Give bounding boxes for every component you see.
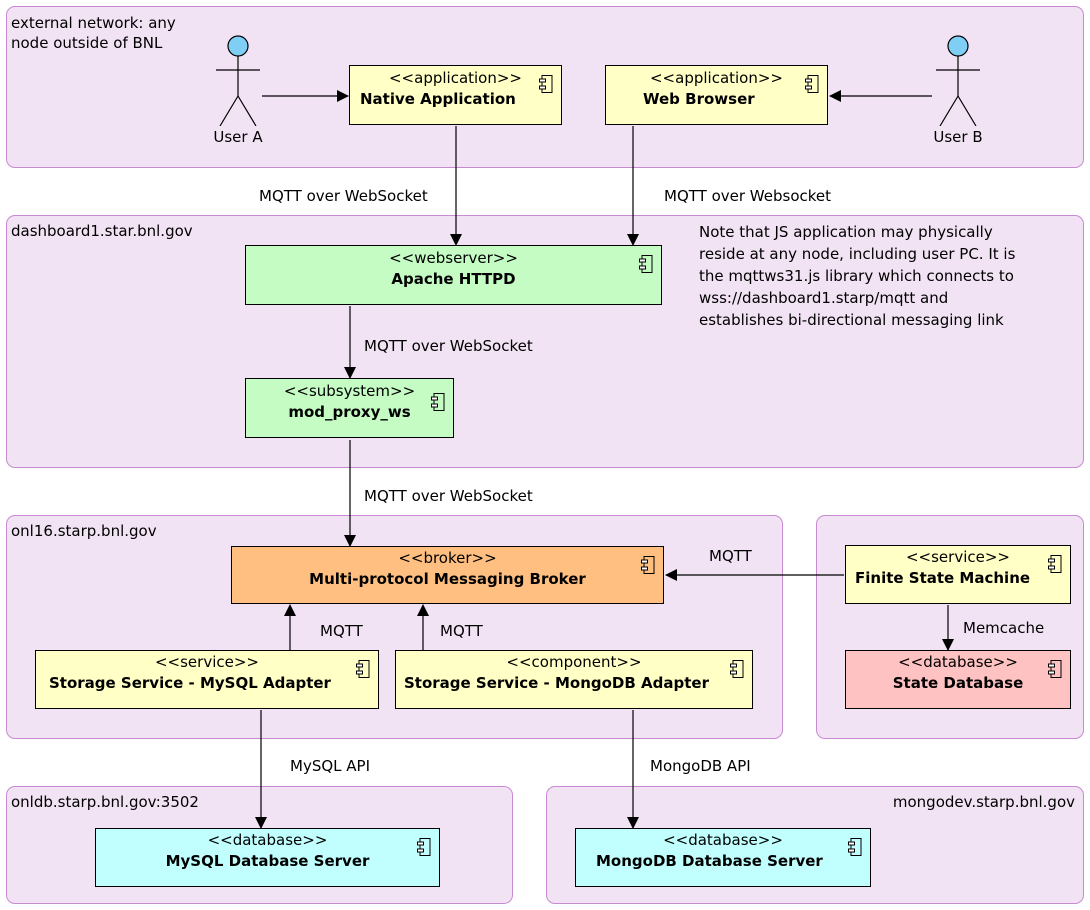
component-icon (539, 75, 553, 93)
component-web-browser: <<application>> Web Browser (605, 65, 828, 125)
stereotype: <<database>> (207, 831, 328, 849)
component-icon (639, 255, 653, 273)
component-name: Apache HTTPD (391, 270, 516, 288)
component-mongodb-server: <<database>> MongoDB Database Server (575, 828, 871, 887)
component-mod-proxy-ws: <<subsystem>> mod_proxy_ws (245, 378, 454, 438)
edge-label-apache-proxy: MQTT over WebSocket (364, 337, 533, 355)
node-external-network: external network: any node outside of BN… (6, 6, 1084, 168)
edge-label-native-apache: MQTT over WebSocket (259, 187, 428, 205)
edge-label-fsm-statedb: Memcache (963, 619, 1045, 637)
component-name: Native Application (360, 90, 516, 108)
node-label-onldb: onldb.starp.bnl.gov:3502 (11, 793, 199, 811)
component-icon (848, 838, 862, 856)
component-state-database: <<database>> State Database (845, 650, 1071, 709)
component-apache-httpd: <<webserver>> Apache HTTPD (245, 245, 662, 305)
edge-label-mysql-api: MySQL API (290, 757, 371, 775)
component-name: MySQL Database Server (165, 852, 370, 870)
component-name: State Database (892, 674, 1024, 692)
component-native-application: <<application>> Native Application (349, 65, 562, 125)
stereotype: <<subsystem>> (283, 382, 416, 400)
node-label-mongodev: mongodev.starp.bnl.gov (892, 793, 1075, 811)
node-label-dashboard1: dashboard1.star.bnl.gov (11, 222, 193, 240)
component-messaging-broker: <<broker>> Multi-protocol Messaging Brok… (231, 546, 664, 604)
stereotype: <<service>> (905, 548, 1010, 566)
stereotype: <<application>> (388, 69, 522, 87)
edge-label-mongo-api: MongoDB API (650, 757, 751, 775)
stereotype: <<component>> (506, 653, 642, 671)
edge-label-fsm-broker: MQTT (709, 547, 752, 565)
component-mongodb-adapter: <<component>> Storage Service - MongoDB … (395, 650, 753, 709)
component-name: MongoDB Database Server (596, 852, 823, 870)
component-name: Storage Service - MySQL Adapter (49, 674, 331, 692)
component-icon (356, 660, 370, 678)
component-finite-state-machine: <<service>> Finite State Machine (845, 545, 1071, 604)
component-name: mod_proxy_ws (288, 403, 411, 421)
component-icon (730, 660, 744, 678)
stereotype: <<database>> (898, 653, 1018, 671)
note-js-application: Note that JS application may physically … (699, 223, 1016, 329)
edge-label-mysql-broker: MQTT (320, 622, 363, 640)
actor-user-b-label: User B (933, 128, 983, 146)
component-name: Storage Service - MongoDB Adapter (404, 674, 709, 692)
component-icon (641, 556, 655, 574)
component-name: Finite State Machine (855, 569, 1031, 587)
edge-label-browser-apache: MQTT over Websocket (664, 187, 831, 205)
component-mysql-server: <<database>> MySQL Database Server (95, 828, 440, 887)
stereotype: <<service>> (154, 653, 259, 671)
actor-user-a-icon (216, 35, 260, 126)
component-icon (1048, 555, 1062, 573)
component-icon (1048, 660, 1062, 678)
actor-user-a-label: User A (213, 128, 263, 146)
component-icon (417, 838, 431, 856)
stereotype: <<webserver>> (389, 249, 518, 267)
component-icon (805, 75, 819, 93)
stereotype: <<broker>> (398, 549, 497, 567)
component-name: Web Browser (643, 90, 755, 108)
edge-label-proxy-broker: MQTT over WebSocket (364, 487, 533, 505)
edge-label-mongo-broker: MQTT (440, 622, 483, 640)
node-dashboard1: dashboard1.star.bnl.gov (6, 215, 1084, 468)
component-name: Multi-protocol Messaging Broker (309, 570, 586, 588)
stereotype: <<application>> (649, 69, 783, 87)
node-label-external: external network: any node outside of BN… (11, 14, 176, 52)
node-label-onl16: onl16.starp.bnl.gov (11, 522, 157, 540)
component-mysql-adapter: <<service>> Storage Service - MySQL Adap… (35, 650, 379, 709)
stereotype: <<database>> (663, 831, 783, 849)
actor-user-b-icon (936, 35, 980, 126)
component-icon (431, 393, 445, 411)
